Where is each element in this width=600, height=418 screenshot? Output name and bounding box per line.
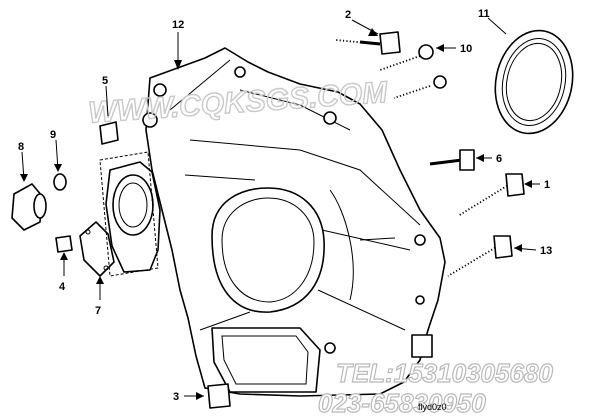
cover-plate-7	[79, 221, 115, 277]
callout-1: 1	[544, 179, 550, 191]
callout-7: 7	[95, 305, 101, 317]
o-ring-9	[53, 173, 67, 191]
callout-8: 8	[18, 141, 24, 153]
callouts: 12 2 11 10 5 9 8 6 1 4	[18, 8, 552, 403]
callout-4: 4	[59, 281, 66, 293]
callout-12: 12	[172, 19, 184, 31]
plug-3	[207, 383, 231, 409]
plug-8	[11, 183, 47, 231]
callout-11: 11	[478, 8, 490, 20]
callout-10: 10	[460, 43, 472, 55]
watermark-tel: TEL:15310305680	[336, 358, 553, 388]
flywheel-housing	[105, 47, 446, 397]
bolt-4	[55, 235, 73, 253]
bolt-2	[335, 31, 401, 55]
bolt-10	[379, 44, 434, 71]
part-code: flyd0z0	[418, 402, 447, 412]
callout-3: 3	[173, 391, 179, 403]
callout-2: 2	[345, 9, 351, 21]
gasket	[99, 151, 159, 277]
bolt-5	[393, 75, 447, 99]
watermark-phone: 023-65830950	[318, 388, 486, 418]
bolt-6	[429, 149, 475, 171]
callout-9: 9	[50, 129, 56, 141]
callout-13: 13	[540, 245, 552, 257]
cap-plug-5	[99, 121, 119, 145]
callout-6: 6	[496, 153, 502, 165]
bolt-13	[447, 235, 513, 277]
bolt-1	[457, 173, 525, 217]
rear-seal-ring	[494, 29, 574, 135]
callout-5: 5	[102, 75, 108, 87]
